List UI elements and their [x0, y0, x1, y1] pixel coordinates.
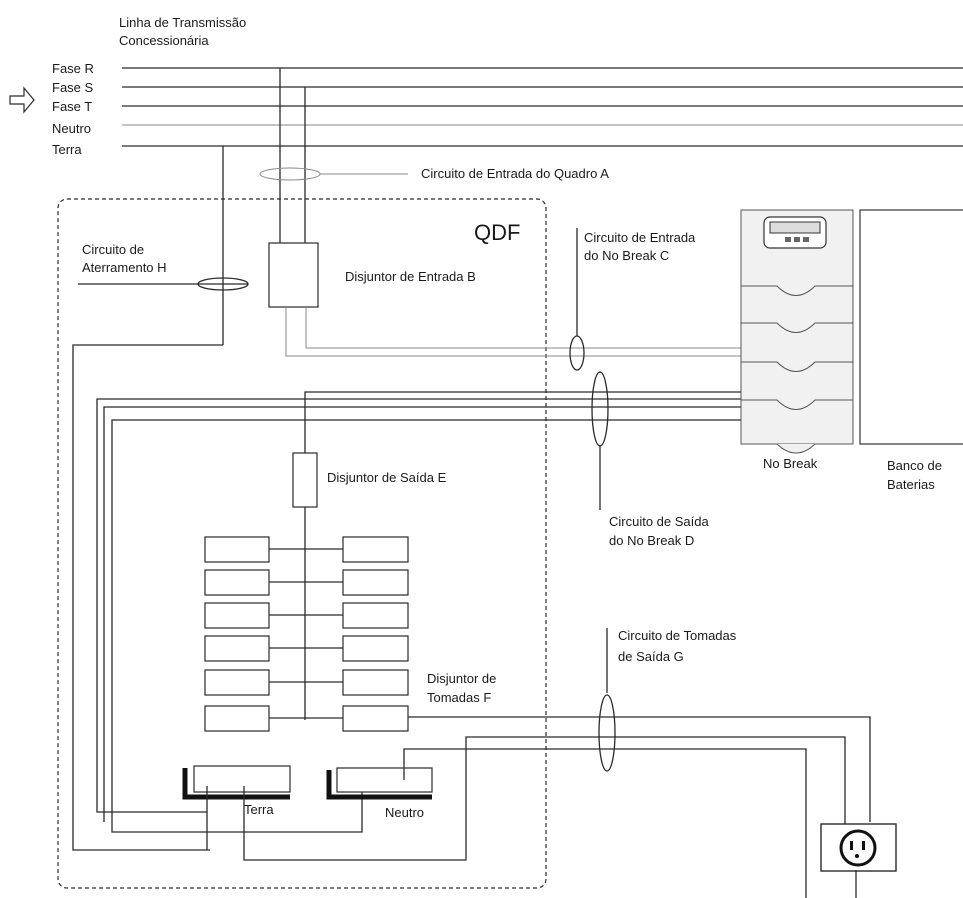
circuit-d-label-2: do No Break D: [609, 533, 694, 548]
earth-bar-label: Terra: [244, 802, 274, 817]
ups-output-neutral-wire: [111, 419, 745, 833]
outlet-breaker: [204, 536, 270, 563]
circuit-c-marker: [569, 335, 585, 371]
circuit-g-marker: [598, 694, 616, 772]
transmission-line-label-2: Concessionária: [119, 33, 209, 48]
battery-bank: [859, 209, 963, 445]
outlet-breaker: [342, 536, 409, 563]
ups-output-wire: [103, 406, 745, 822]
outlet-phase-wire: [408, 716, 871, 822]
battery-bank-label-1: Banco de: [887, 458, 942, 473]
outlet-earth-wire: [243, 736, 846, 861]
battery-bank-label-2: Baterias: [887, 477, 935, 492]
ups-output-wire: [304, 391, 745, 453]
circuit-g-label-2: de Saída G: [618, 649, 684, 664]
qdf-panel: [57, 198, 547, 889]
outlet-breaker: [204, 705, 270, 732]
input-breaker-label: Disjuntor de Entrada B: [345, 269, 476, 284]
power-outlet-icon: [820, 823, 897, 872]
outlet-breaker: [342, 569, 409, 596]
outlet-breaker-f: [342, 705, 409, 732]
circuit-c-label-2: do No Break C: [584, 248, 669, 263]
outlet-breaker: [204, 602, 270, 629]
neutral-bar-label: Neutro: [385, 805, 424, 820]
arrow-right-icon: [9, 86, 35, 114]
outlet-breaker: [342, 669, 409, 696]
circuit-d-label-1: Circuito de Saída: [609, 514, 709, 529]
phase-t-label: Fase T: [52, 99, 92, 114]
circuit-d-marker: [591, 371, 609, 447]
outlet-breaker: [204, 669, 270, 696]
circuit-a-marker: [259, 167, 321, 181]
outlet-breaker: [342, 635, 409, 662]
phase-s-label: Fase S: [52, 80, 94, 95]
grounding-circuit-label-2: Aterramento H: [82, 260, 167, 275]
transmission-line-label-1: Linha de Transmissão: [119, 15, 246, 30]
outlet-breakers-label-1: Disjuntor de: [427, 671, 496, 686]
ups-unit: [740, 209, 854, 454]
outlet-breaker: [342, 602, 409, 629]
earth-loop: [72, 344, 223, 851]
grounding-circuit-marker: [197, 277, 249, 291]
phase-r-label: Fase R: [52, 61, 94, 76]
earth-bar: [182, 765, 291, 800]
circuit-c-label-1: Circuito de Entrada: [584, 230, 696, 245]
outlet-breakers-label-2: Tomadas F: [427, 690, 491, 705]
neutral-bar: [326, 767, 433, 800]
circuit-g-label-1: Circuito de Tomadas: [618, 628, 737, 643]
outlet-breaker: [204, 635, 270, 662]
output-breaker: [292, 452, 318, 508]
ups-input-wire: [305, 307, 745, 349]
input-breaker: [268, 242, 319, 308]
circuit-a-label: Circuito de Entrada do Quadro A: [421, 166, 609, 181]
earth-label: Terra: [52, 142, 82, 157]
qdf-label: QDF: [474, 220, 520, 245]
grounding-circuit-label-1: Circuito de: [82, 242, 144, 257]
outlet-breaker: [204, 569, 270, 596]
neutral-label: Neutro: [52, 121, 91, 136]
ups-label: No Break: [763, 456, 818, 471]
ups-input-wire: [285, 307, 745, 357]
outlet-neutral-wire: [403, 748, 807, 898]
output-breaker-label: Disjuntor de Saída E: [327, 470, 447, 485]
ups-output-earth-wire: [96, 398, 745, 813]
